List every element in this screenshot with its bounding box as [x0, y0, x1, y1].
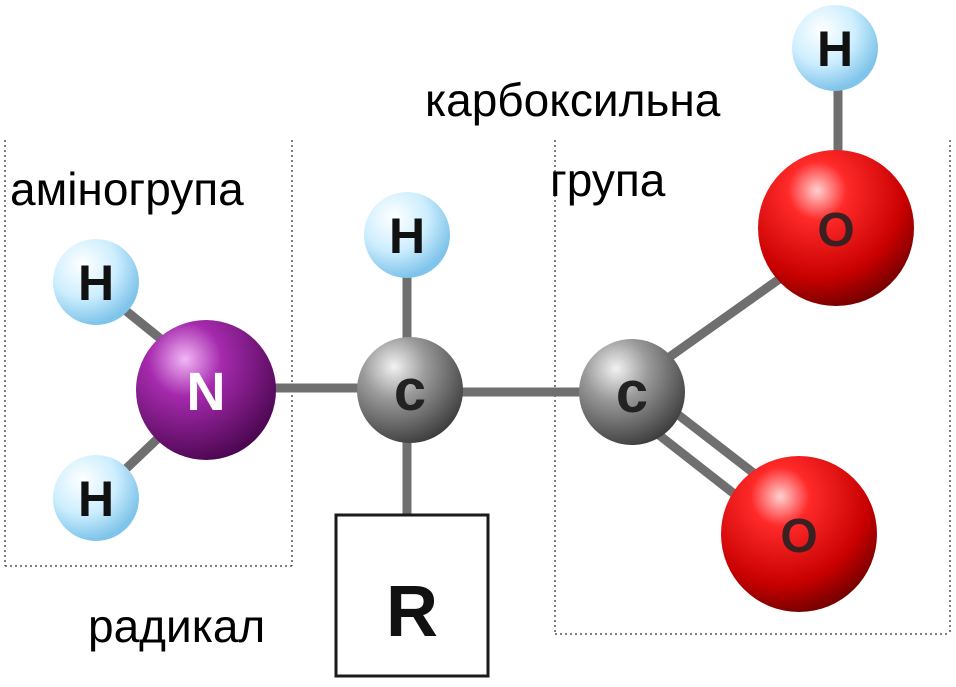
svg-text:O: O	[817, 204, 854, 257]
atom-carbon-alpha: c	[357, 337, 463, 443]
bonds	[105, 80, 843, 521]
svg-text:H: H	[817, 21, 853, 77]
atom-h-alpha: H	[364, 192, 450, 278]
svg-text:O: O	[780, 510, 817, 563]
atom-nitrogen: N	[136, 320, 276, 460]
svg-text:c: c	[616, 360, 648, 425]
radical-letter: R	[386, 572, 438, 652]
atom-h-hydroxyl: H	[792, 5, 878, 91]
atom-oxygen-hydroxyl: O	[758, 150, 914, 306]
atom-h-amino-bottom: H	[53, 455, 139, 541]
svg-text:H: H	[78, 255, 114, 311]
radical-label: радикал	[88, 600, 265, 652]
carboxyl-group-boundary	[554, 140, 951, 635]
amino-group-boundary	[4, 140, 293, 567]
svg-text:H: H	[78, 471, 114, 527]
radical-box	[334, 513, 490, 678]
svg-text:c: c	[394, 358, 426, 423]
carboxyl-group-label-line1: карбоксильна	[425, 74, 721, 126]
atom-h-amino-top: H	[53, 239, 139, 325]
bond-c-o-double-a	[645, 423, 747, 505]
amino-group-label: аміногрупа	[10, 163, 244, 215]
carboxyl-group-label-line2: група	[550, 154, 666, 206]
bond-c-o-double-b	[667, 405, 765, 483]
svg-text:N: N	[187, 362, 226, 422]
atom-oxygen-double: O	[721, 456, 877, 612]
bond-c-oh	[663, 270, 790, 363]
atom-carbon-carboxyl: c	[579, 339, 685, 445]
svg-text:H: H	[389, 208, 425, 264]
